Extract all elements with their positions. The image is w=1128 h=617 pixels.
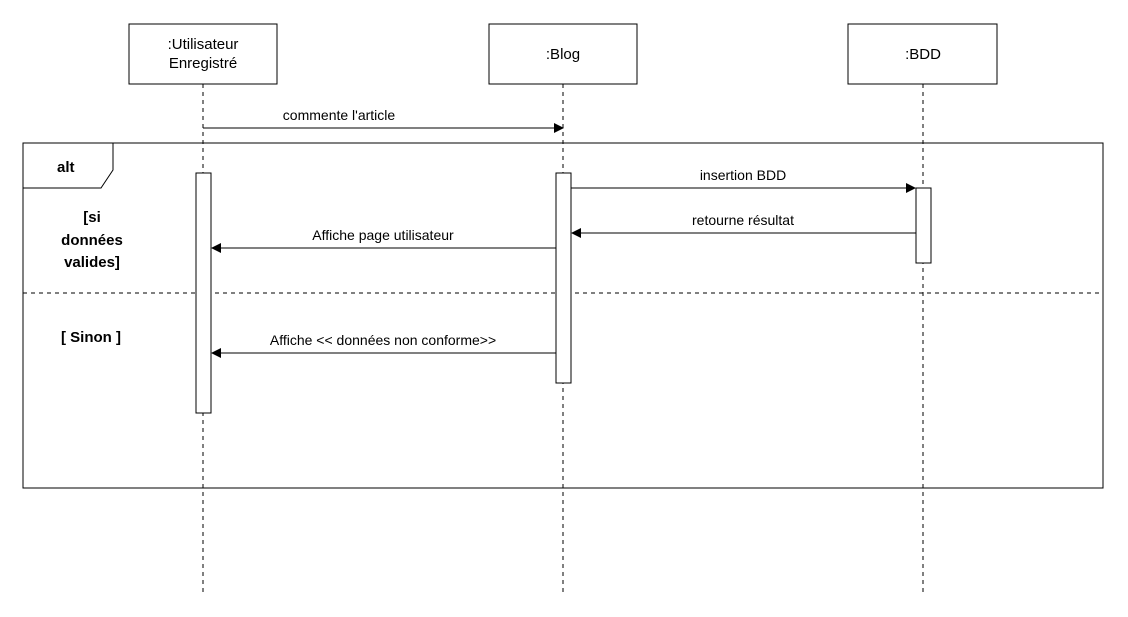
fragment-operator-label: alt — [57, 159, 75, 176]
message-retourne-resultat[interactable]: retourne résultat — [571, 212, 916, 238]
lifeline-name-blog: :Blog — [546, 46, 580, 63]
message-label: Affiche page utilisateur — [312, 227, 454, 243]
guard-line: données — [61, 232, 123, 249]
activation-bar-blog[interactable] — [555, 172, 572, 384]
lifeline-header-utilisateur[interactable]: :Utilisateur Enregistré — [128, 23, 278, 85]
lifeline-name-bdd: :BDD — [905, 46, 941, 63]
message-label: insertion BDD — [700, 167, 786, 183]
message-affiche-donnees-non-conforme[interactable]: Affiche << données non conforme>> — [211, 332, 556, 358]
message-label: retourne résultat — [692, 212, 794, 228]
activation-bar-utilisateur[interactable] — [195, 172, 212, 414]
fragment-operator-tab — [23, 142, 114, 189]
lifeline-header-blog[interactable]: :Blog — [488, 23, 638, 85]
guard-sinon: [ Sinon ] — [61, 329, 121, 346]
lifeline-name-utilisateur-line2: Enregistré — [169, 55, 237, 72]
lifeline-name-utilisateur-line1: :Utilisateur — [168, 36, 239, 53]
guard-line: [ Sinon ] — [61, 329, 121, 346]
guard-line: [si — [83, 209, 101, 226]
message-insertion-bdd[interactable]: insertion BDD — [571, 167, 916, 193]
message-affiche-page-utilisateur[interactable]: Affiche page utilisateur — [211, 227, 556, 253]
activation-bar-bdd[interactable] — [915, 187, 932, 264]
lifeline-header-bdd[interactable]: :BDD — [847, 23, 998, 85]
message-commente-article[interactable]: commente l'article — [203, 107, 564, 133]
guard-line: valides] — [64, 254, 120, 271]
guard-si-donnees-valides: [si données valides] — [61, 209, 123, 271]
message-label: commente l'article — [283, 107, 396, 123]
message-label: Affiche << données non conforme>> — [270, 332, 496, 348]
